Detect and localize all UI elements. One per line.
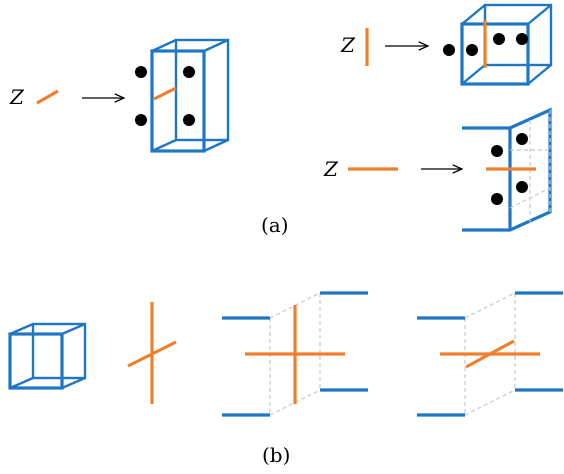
- dot: [135, 114, 147, 126]
- panel-b-brackets-plus: [222, 291, 368, 417]
- dot: [183, 66, 195, 78]
- z-label-top-right: Z: [340, 33, 356, 57]
- z-label-left: Z: [9, 85, 25, 109]
- dot: [183, 114, 195, 126]
- cuboid-orange-edge: [153, 86, 177, 101]
- panel-b-label: (b): [262, 443, 290, 467]
- dot: [135, 66, 147, 78]
- panel-a-top-right-mapping: Z: [340, 3, 553, 86]
- panel-a-mid-right-mapping: Z: [323, 107, 552, 232]
- panel-a-left-mapping: Z: [9, 38, 230, 153]
- z-edge-left: [36, 89, 59, 105]
- panel-b-cube: [8, 322, 87, 390]
- cuboid-back-face: [174, 38, 230, 142]
- tall-cuboid: [135, 38, 230, 153]
- cuboid-front-face: [150, 49, 206, 153]
- box-front-face: [460, 22, 530, 86]
- panel-a-label: (a): [261, 213, 289, 237]
- panel-b-cross: [127, 302, 177, 404]
- panel-b-brackets-slant: [417, 291, 563, 417]
- half-cuboid: [462, 107, 552, 232]
- wide-cuboid: [443, 3, 553, 86]
- z-label-mid-right: Z: [323, 157, 339, 181]
- cube-front-face: [8, 332, 64, 390]
